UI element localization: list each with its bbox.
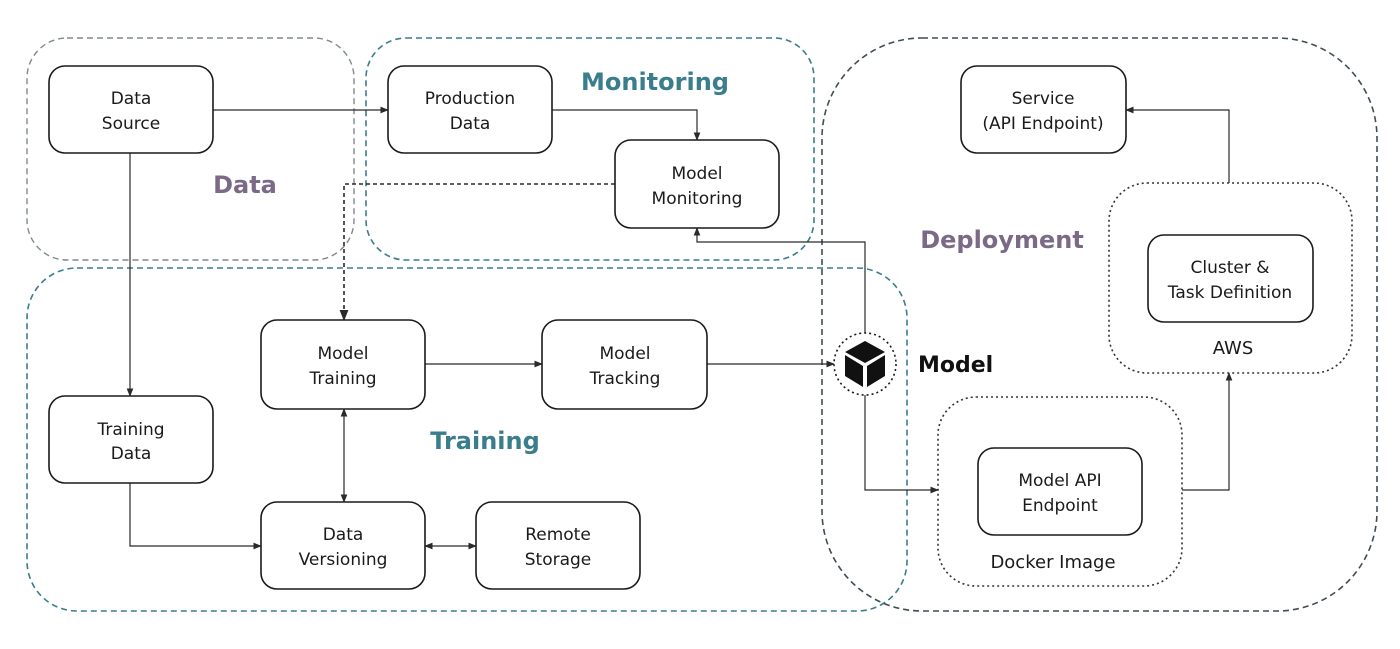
edge-model-to-docker (864, 395, 939, 494)
node-data-source-line2: Source (102, 114, 160, 134)
node-model-api-line1: Model API (1018, 471, 1101, 491)
node-model-api-endpoint[interactable]: Model API Endpoint (977, 447, 1143, 536)
node-remote-storage-line1: Remote (525, 525, 591, 545)
group-title-deployment: Deployment (920, 226, 1084, 254)
cube-icon (845, 341, 885, 387)
node-data-versioning-line1: Data (323, 525, 364, 545)
node-data-versioning-line2: Versioning (299, 550, 388, 570)
group-monitoring (365, 37, 815, 261)
edge-training-data-to-versioning (129, 483, 262, 550)
node-model-api-line2: Endpoint (1022, 496, 1098, 516)
node-model-monitoring[interactable]: Model Monitoring (614, 139, 780, 229)
node-training-data-line1: Training (96, 420, 164, 440)
node-remote-storage[interactable]: Remote Storage (475, 501, 641, 590)
node-production-data-line2: Data (450, 114, 491, 134)
edge-production-to-monitoring (552, 109, 701, 141)
model-artifact[interactable] (833, 332, 897, 396)
node-model-training[interactable]: Model Training (260, 319, 426, 410)
node-cluster-line1: Cluster & (1191, 258, 1270, 278)
node-training-data[interactable]: Training Data (48, 395, 214, 484)
node-data-source[interactable]: Data Source (48, 65, 214, 154)
node-data-versioning[interactable]: Data Versioning (260, 501, 426, 590)
node-cluster-task-definition[interactable]: Cluster & Task Definition (1147, 234, 1314, 323)
node-production-data[interactable]: Production Data (387, 65, 553, 154)
node-service-line1: Service (1012, 89, 1075, 109)
group-label-aws: AWS (1213, 338, 1254, 359)
edge-docker-to-aws (1182, 372, 1233, 491)
node-model-training-line1: Model (317, 344, 368, 364)
edge-model-to-monitoring (693, 227, 866, 333)
edge-monitoring-to-training (339, 183, 615, 322)
node-remote-storage-line2: Storage (525, 550, 592, 570)
node-service[interactable]: Service (API Endpoint) (960, 65, 1127, 154)
node-model-tracking-line2: Tracking (589, 369, 661, 389)
edge-aws-to-service (1125, 106, 1230, 183)
model-label: Model (918, 353, 993, 378)
group-title-training: Training (430, 427, 540, 455)
node-model-tracking-line1: Model (599, 344, 650, 364)
group-data (26, 37, 355, 261)
node-model-monitoring-line1: Model (671, 164, 722, 184)
node-data-source-line1: Data (111, 89, 152, 109)
node-cluster-line2: Task Definition (1167, 283, 1292, 303)
group-training (26, 267, 908, 612)
node-model-monitoring-line2: Monitoring (652, 189, 743, 209)
node-training-data-line2: Data (111, 444, 152, 464)
group-label-docker-image: Docker Image (990, 552, 1115, 573)
node-model-training-line2: Training (308, 369, 376, 389)
group-title-monitoring: Monitoring (581, 68, 729, 96)
node-model-tracking[interactable]: Model Tracking (541, 319, 708, 410)
node-production-data-line1: Production (425, 89, 515, 109)
group-title-data: Data (213, 171, 277, 199)
node-service-line2: (API Endpoint) (982, 114, 1103, 134)
